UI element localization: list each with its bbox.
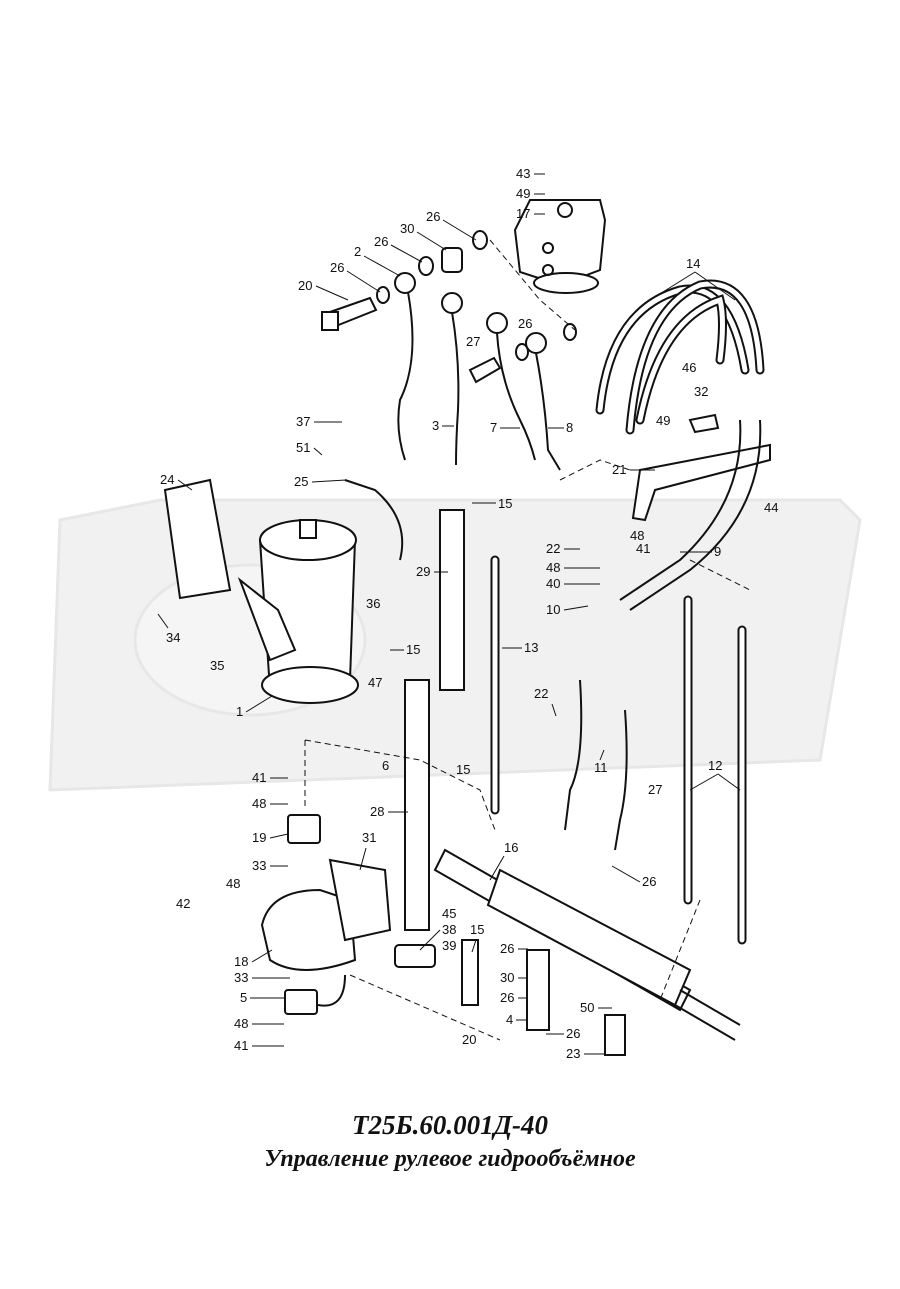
label-38: 38 [442, 922, 456, 937]
label-15: 15 [456, 762, 470, 777]
label-48: 48 [252, 796, 266, 811]
label-10: 10 [546, 602, 560, 617]
pump-assembly [260, 814, 626, 1056]
label-48: 48 [546, 560, 560, 575]
label-26: 26 [500, 990, 514, 1005]
label-48: 48 [630, 528, 644, 543]
label-28: 28 [370, 804, 384, 819]
label-27: 27 [466, 334, 480, 349]
label-30: 30 [500, 970, 514, 985]
label-44: 44 [764, 500, 778, 515]
label-7: 7 [490, 420, 497, 435]
pipes [397, 291, 561, 471]
label-43: 43 [516, 166, 530, 181]
oil-tank [163, 478, 404, 704]
label-24: 24 [160, 472, 174, 487]
label-26: 26 [566, 1026, 580, 1041]
label-33: 33 [252, 858, 266, 873]
label-5: 5 [240, 990, 247, 1005]
label-15: 15 [406, 642, 420, 657]
label-50: 50 [580, 1000, 594, 1015]
steering-unit [513, 199, 607, 294]
label-22: 22 [546, 541, 560, 556]
label-26: 26 [426, 209, 440, 224]
label-31: 31 [362, 830, 376, 845]
bracket-and-pipe [619, 413, 771, 611]
label-48: 48 [234, 1016, 248, 1031]
label-26: 26 [374, 234, 388, 249]
label-30: 30 [400, 221, 414, 236]
top-fittings [321, 230, 577, 384]
label-37: 37 [296, 414, 310, 429]
label-39: 39 [442, 938, 456, 953]
label-36: 36 [366, 596, 380, 611]
label-32: 32 [694, 384, 708, 399]
drawing-title: Управление рулевое гидрообъёмное [264, 1146, 636, 1172]
label-26: 26 [642, 874, 656, 889]
label-20: 20 [298, 278, 312, 293]
label-1: 1 [236, 704, 243, 719]
label-12: 12 [708, 758, 722, 773]
label-15: 15 [470, 922, 484, 937]
label-26: 26 [500, 941, 514, 956]
label-45: 45 [442, 906, 456, 921]
drawing-caption: Т25Б.60.001Д-40 Управление рулевое гидро… [0, 1108, 900, 1176]
label-26: 26 [330, 260, 344, 275]
label-34: 34 [166, 630, 180, 645]
label-15: 15 [498, 496, 512, 511]
label-41: 41 [636, 541, 650, 556]
tubes-and-hoses [404, 509, 747, 945]
label-41: 41 [252, 770, 266, 785]
label-14: 14 [686, 256, 700, 271]
label-16: 16 [504, 840, 518, 855]
label-17: 17 [516, 206, 530, 221]
label-4: 4 [506, 1012, 513, 1027]
label-40: 40 [546, 576, 560, 591]
label-46: 46 [682, 360, 696, 375]
label-3: 3 [432, 418, 439, 433]
label-20: 20 [462, 1032, 476, 1047]
label-25: 25 [294, 474, 308, 489]
label-51: 51 [296, 440, 310, 455]
hoses-14 [595, 279, 765, 435]
label-27: 27 [648, 782, 662, 797]
part-labels: 43 49 17 26 30 26 2 26 20 27 26 3 7 8 14… [157, 166, 778, 1060]
label-41: 41 [234, 1038, 248, 1053]
label-33: 33 [234, 970, 248, 985]
label-35: 35 [210, 658, 224, 673]
steering-cylinder [433, 848, 741, 1041]
label-6: 6 [382, 758, 389, 773]
label-8: 8 [566, 420, 573, 435]
label-29: 29 [416, 564, 430, 579]
label-22: 22 [534, 686, 548, 701]
label-26: 26 [518, 316, 532, 331]
label-13: 13 [524, 640, 538, 655]
label-19: 19 [252, 830, 266, 845]
label-2: 2 [354, 244, 361, 259]
label-49: 49 [516, 186, 530, 201]
label-42: 42 [176, 896, 190, 911]
label-21: 21 [612, 462, 626, 477]
label-9: 9 [714, 544, 721, 559]
exploded-parts-diagram: 43 49 17 26 30 26 2 26 20 27 26 3 7 8 14… [48, 166, 862, 1060]
label-47: 47 [368, 675, 382, 690]
label-18: 18 [234, 954, 248, 969]
assembly-lines [304, 239, 751, 1041]
label-23: 23 [566, 1046, 580, 1060]
label-49: 49 [656, 413, 670, 428]
drawing-code: Т25Б.60.001Д-40 [351, 1110, 549, 1140]
label-48: 48 [226, 876, 240, 891]
label-11: 11 [594, 760, 608, 775]
